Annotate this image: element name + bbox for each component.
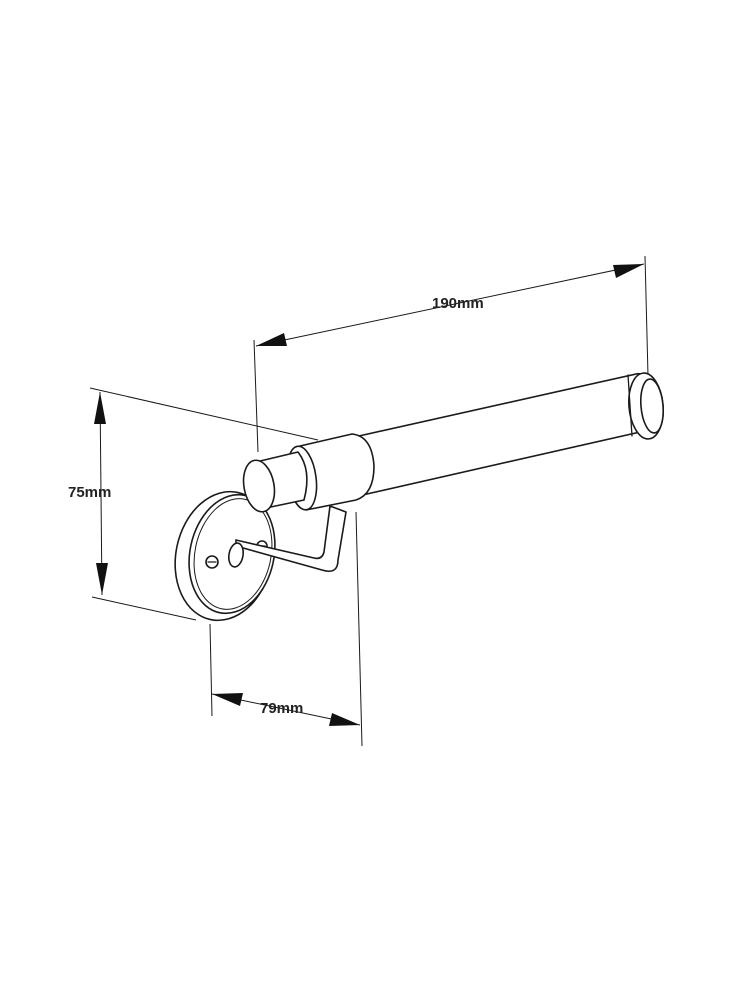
arrowhead-left [256,333,287,346]
length-label: 190mm [432,295,484,312]
rod-cap [242,451,308,513]
wall-plate-inner-edge [193,498,273,610]
arrowhead-bottom [96,563,108,595]
main-rod-tube [349,372,653,497]
main-rod [349,372,665,497]
rod-cap-face [242,459,276,513]
arrowhead-right [613,264,644,278]
dimension-projection: 79mm [209,511,363,747]
dimension-height: 75mm [68,387,319,621]
arrowhead-top [94,392,106,424]
extension-line-wall [209,623,213,717]
extension-line-arm [355,511,363,747]
extension-line-left [253,339,259,453]
dimension-line-length [255,263,645,347]
projection-label: 79mm [260,700,303,717]
dimension-line-height [99,391,103,596]
extension-line-right [644,255,649,377]
rod-end-cap [639,378,665,434]
sleeve-body [299,433,375,511]
height-label: 75mm [68,484,111,501]
extension-line-top [89,387,319,441]
wall-arm [227,505,347,573]
screw-left [205,555,219,569]
arrowhead-arm [329,713,360,726]
arrowhead-wall [212,693,243,706]
extension-line-bottom [91,596,197,621]
rod-end-seam [627,374,633,437]
wall-arm-base [227,542,245,568]
roll-holder [174,372,665,622]
dimension-length: 190mm [253,255,649,453]
